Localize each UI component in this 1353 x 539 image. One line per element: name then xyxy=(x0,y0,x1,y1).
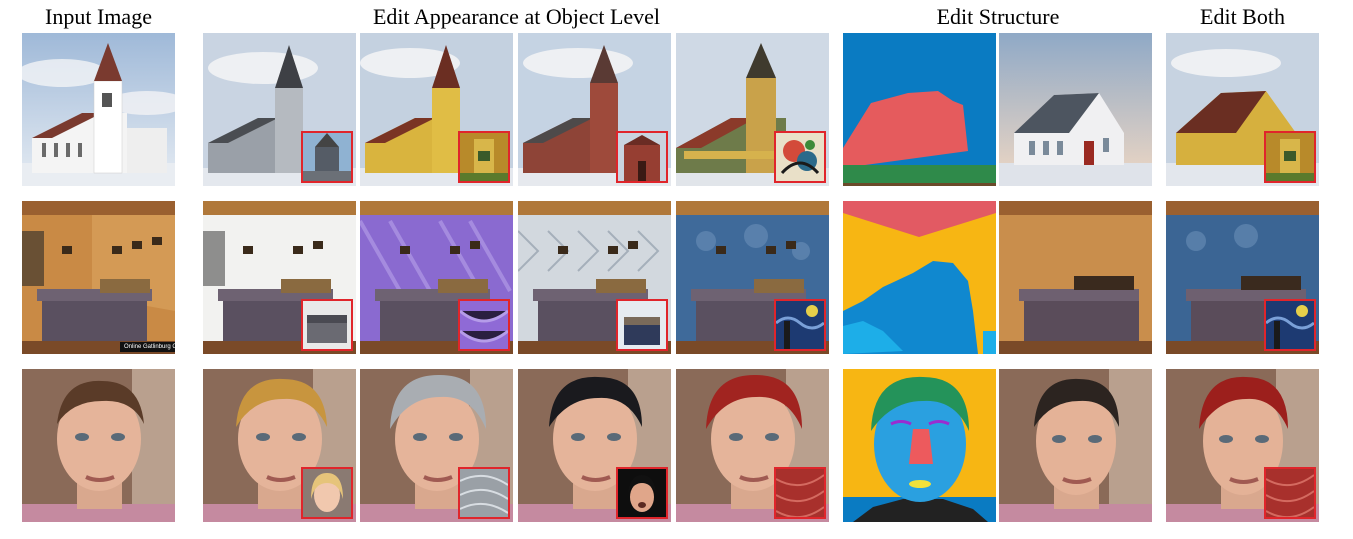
face-edit-red-hair xyxy=(676,369,829,522)
watermark-caption: Online Gatlinburg Cabin xyxy=(120,342,175,352)
bedroom-segmentation-map xyxy=(843,201,996,354)
church-edit-picasso-style xyxy=(676,33,829,186)
face-both-result xyxy=(1166,369,1319,522)
header-edit-structure: Edit Structure xyxy=(936,4,1060,29)
header-edit-appearance: Edit Appearance at Object Level xyxy=(372,4,661,29)
face-edit-blonde-hair xyxy=(203,369,356,522)
face-input-image xyxy=(22,369,175,522)
bedroom-edit-white-walls xyxy=(203,201,356,354)
face-structure-result xyxy=(999,369,1152,522)
reference-blonde-woman-thumbnail xyxy=(301,467,353,519)
church-both-result xyxy=(1166,33,1319,186)
reference-klimt-kiss-thumbnail xyxy=(458,131,510,183)
reference-silver-texture-thumbnail xyxy=(458,467,510,519)
reference-gray-bed-thumbnail xyxy=(301,299,353,351)
reference-starry-night-thumbnail xyxy=(1264,299,1316,351)
bedroom-input-image: Online Gatlinburg Cabin xyxy=(22,201,175,354)
bedroom-structure-result xyxy=(999,201,1152,354)
reference-klimt-kiss-thumbnail xyxy=(1264,131,1316,183)
church-edit-gold-klimt xyxy=(360,33,513,186)
header-input-image: Input Image xyxy=(45,4,152,29)
bedroom-both-result xyxy=(1166,201,1319,354)
reference-brick-church-thumbnail xyxy=(616,131,668,183)
reference-purple-texture-thumbnail xyxy=(458,299,510,351)
reference-red-hair-texture-thumbnail xyxy=(1264,467,1316,519)
reference-bedroom-thumbnail xyxy=(616,299,668,351)
bedroom-edit-purple-walls xyxy=(360,201,513,354)
header-edit-both: Edit Both xyxy=(1200,4,1285,29)
reference-gothic-church-thumbnail xyxy=(301,131,353,183)
church-edit-red-brick xyxy=(518,33,671,186)
face-edit-black-hair xyxy=(518,369,671,522)
church-structure-result xyxy=(999,33,1152,186)
face-segmentation-map xyxy=(843,369,996,522)
reference-red-hair-texture-thumbnail xyxy=(774,467,826,519)
face-edit-silver-hair xyxy=(360,369,513,522)
reference-dark-hair-man-thumbnail xyxy=(616,467,668,519)
church-edit-gray-stone xyxy=(203,33,356,186)
bedroom-edit-pattern-walls xyxy=(518,201,671,354)
bedroom-edit-starry-walls xyxy=(676,201,829,354)
church-segmentation-map xyxy=(843,33,996,186)
reference-starry-night-thumbnail xyxy=(774,299,826,351)
reference-picasso-thumbnail xyxy=(774,131,826,183)
church-input-image xyxy=(22,33,175,186)
